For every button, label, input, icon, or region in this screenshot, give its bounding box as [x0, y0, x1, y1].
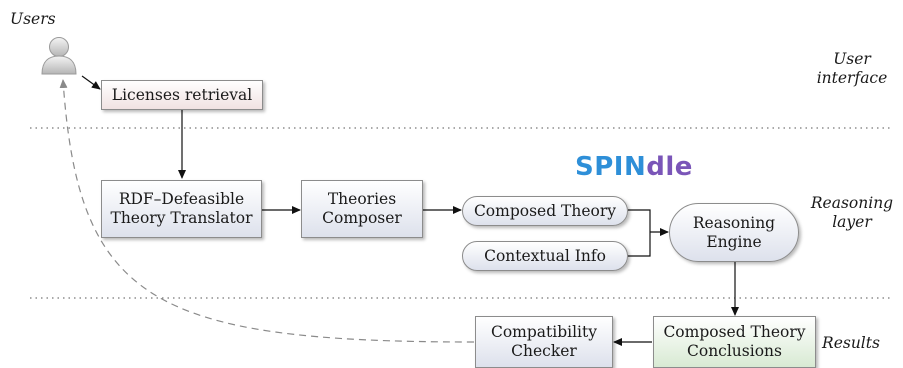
user-icon	[41, 37, 77, 75]
conclusions-line1: Composed Theory	[663, 323, 806, 341]
checker-line1: Compatibility	[490, 323, 598, 341]
layer-label-reasoning: Reasoning layer	[808, 194, 896, 232]
licenses-label: Licenses retrieval	[111, 85, 253, 104]
node-composed-theory-conclusions: Composed Theory Conclusions	[653, 316, 816, 368]
contextual-info-label: Contextual Info	[484, 246, 606, 265]
logo-part2: dle	[646, 152, 693, 182]
layer-label-user-interface: User interface	[812, 50, 892, 88]
edge-checker-users-feedback	[59, 79, 475, 343]
layer-label-results: Results	[822, 334, 880, 352]
composer-line1: Theories	[327, 190, 397, 208]
logo-part1: SPIN	[575, 152, 647, 182]
layer-reason-line1: Reasoning	[810, 194, 894, 212]
node-reasoning-engine: Reasoning Engine	[669, 203, 799, 262]
checker-line2: Checker	[511, 342, 577, 360]
node-theories-composer: Theories Composer	[301, 180, 423, 238]
edge-theory-engine	[628, 209, 651, 232]
engine-line2: Engine	[706, 232, 762, 251]
layer-ui-line1: User	[833, 50, 871, 68]
layer-reason-line2: layer	[832, 213, 872, 231]
translator-line1: RDF–Defeasible	[118, 190, 245, 208]
layer-ui-line2: interface	[816, 69, 888, 87]
edge-users-licenses	[81, 75, 101, 90]
node-licenses-retrieval: Licenses retrieval	[101, 80, 263, 110]
translator-line2: Theory Translator	[110, 209, 253, 227]
composer-line2: Composer	[322, 209, 402, 227]
users-label: Users	[10, 10, 56, 28]
node-compatibility-checker: Compatibility Checker	[475, 316, 613, 368]
node-contextual-info: Contextual Info	[462, 241, 628, 271]
conclusions-line2: Conclusions	[687, 342, 782, 360]
node-composed-theory: Composed Theory	[462, 196, 628, 226]
spindle-logo: SPINdle	[575, 152, 693, 182]
composed-theory-label: Composed Theory	[473, 201, 617, 220]
engine-line1: Reasoning	[692, 213, 776, 232]
node-rdf-translator: RDF–Defeasible Theory Translator	[101, 180, 262, 238]
edge-context-engine	[628, 232, 651, 257]
